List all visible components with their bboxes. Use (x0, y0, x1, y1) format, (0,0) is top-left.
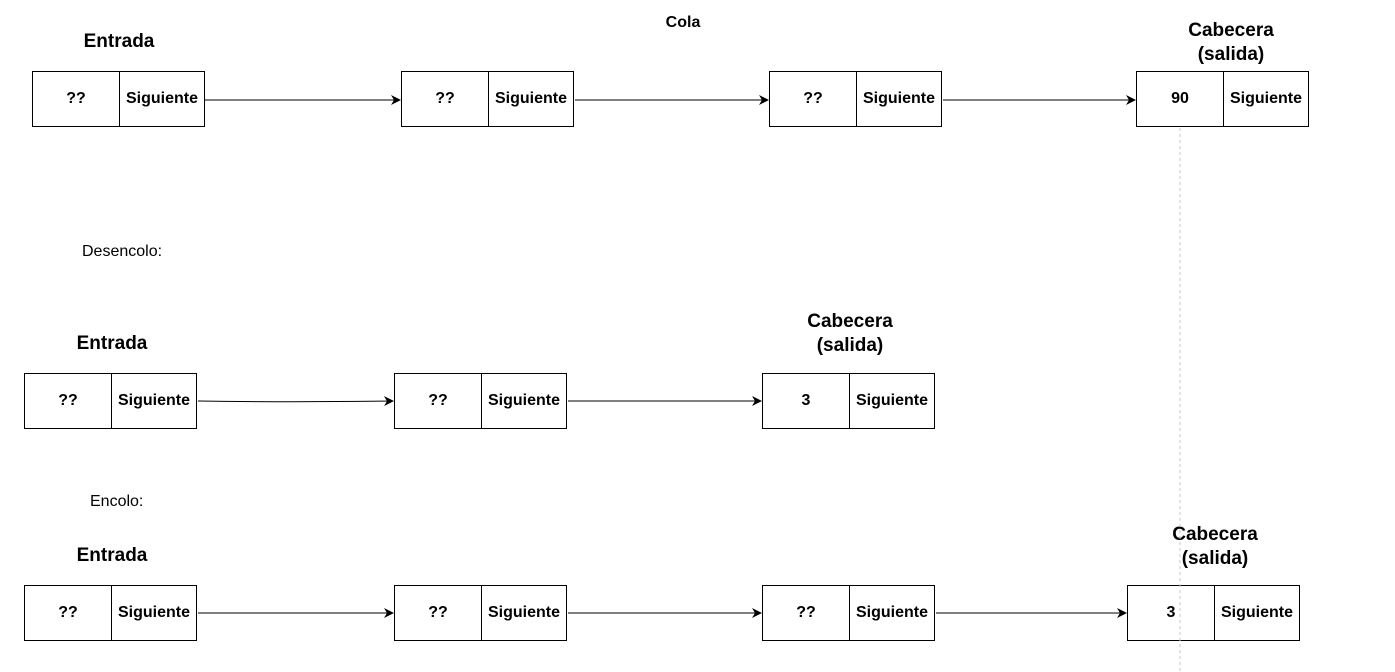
queue-node: ?? Siguiente (394, 585, 567, 641)
node-value: ?? (395, 586, 482, 640)
queue-head-node: 90 Siguiente (1136, 71, 1309, 127)
node-value: ?? (770, 72, 857, 126)
queue-head-node: 3 Siguiente (1127, 585, 1300, 641)
section-label-desencolo: Desencolo: (82, 243, 163, 260)
queue-node: ?? Siguiente (401, 71, 574, 127)
cabecera-label-line2: (salida) (1197, 44, 1265, 65)
node-next: Siguiente (487, 604, 560, 621)
node-value: ?? (763, 586, 850, 640)
entrada-label: Entrada (76, 333, 148, 354)
node-value: ?? (402, 72, 489, 126)
node-next: Siguiente (117, 392, 190, 409)
node-value: ?? (33, 72, 120, 126)
queue-node: ?? Siguiente (769, 71, 942, 127)
node-next: Siguiente (855, 604, 928, 621)
queue-node: ?? Siguiente (32, 71, 205, 127)
cabecera-label-line1: Cabecera (1188, 20, 1274, 41)
cabecera-label-line1: Cabecera (807, 311, 893, 332)
node-value: ?? (25, 374, 112, 428)
queue-head-node: 3 Siguiente (762, 373, 935, 429)
node-next: Siguiente (117, 604, 190, 621)
queue-node: ?? Siguiente (762, 585, 935, 641)
cabecera-label-line2: (salida) (816, 335, 884, 356)
diagram-title: Cola (665, 14, 701, 31)
node-next: Siguiente (862, 90, 935, 107)
cabecera-label: Cabecera (salida) (1172, 523, 1258, 571)
cabecera-label-line2: (salida) (1181, 548, 1249, 569)
cabecera-label: Cabecera (salida) (807, 310, 893, 358)
node-value: ?? (25, 586, 112, 640)
queue-node: ?? Siguiente (24, 585, 197, 641)
node-value: 90 (1137, 72, 1224, 126)
queue-node: ?? Siguiente (24, 373, 197, 429)
queue-node: ?? Siguiente (394, 373, 567, 429)
cabecera-label-line1: Cabecera (1172, 524, 1258, 545)
entrada-label: Entrada (76, 545, 148, 566)
node-value: 3 (1128, 586, 1215, 640)
cabecera-label: Cabecera (salida) (1188, 19, 1274, 67)
next-pointer-arrow (197, 396, 394, 407)
node-value: ?? (395, 374, 482, 428)
node-next: Siguiente (487, 392, 560, 409)
node-next: Siguiente (494, 90, 567, 107)
entrada-label: Entrada (83, 31, 155, 52)
section-label-encolo: Encolo: (90, 493, 144, 510)
node-value: 3 (763, 374, 850, 428)
node-next: Siguiente (125, 90, 198, 107)
node-next: Siguiente (855, 392, 928, 409)
node-next: Siguiente (1229, 90, 1302, 107)
node-next: Siguiente (1220, 604, 1293, 621)
